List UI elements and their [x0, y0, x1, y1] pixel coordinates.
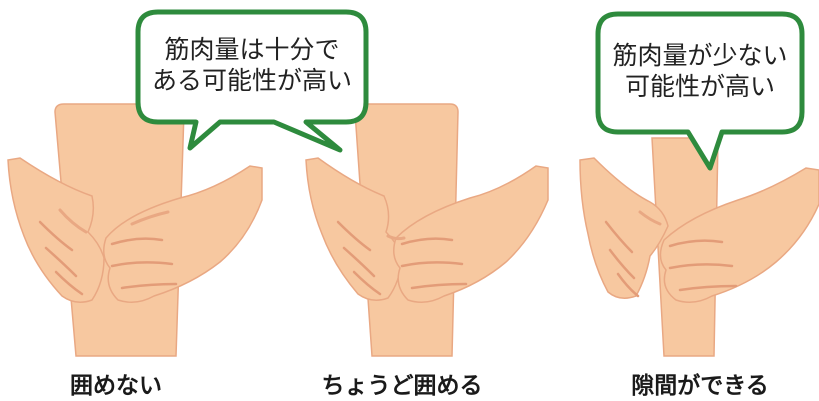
bubble-2: [595, 11, 805, 171]
panel-2-caption: ちょうど囲める: [321, 373, 483, 399]
panel-1-caption: 囲めない: [70, 373, 162, 399]
bubble-1: [135, 9, 369, 153]
panel-3-left-hand: [579, 157, 669, 299]
bubble-1-shape: [135, 9, 369, 153]
panel-3-illustration: [579, 137, 819, 357]
bubble-2-text: 筋肉量が少ない 可能性が高い: [612, 41, 788, 101]
panel-3-caption: 隙間ができる: [631, 373, 769, 399]
panel-3-right-hand: [659, 167, 819, 303]
panel-2-illustration: [305, 103, 549, 357]
panel-1-left-hand: [7, 157, 105, 303]
panel-1-illustration: [7, 103, 263, 357]
panel-1-right-hand: [103, 165, 263, 303]
bubble-1-text: 筋肉量は十分で ある可能性が高い: [151, 35, 352, 95]
bubble-2-shape: [595, 11, 805, 171]
panel-2-right-hand: [393, 165, 549, 303]
